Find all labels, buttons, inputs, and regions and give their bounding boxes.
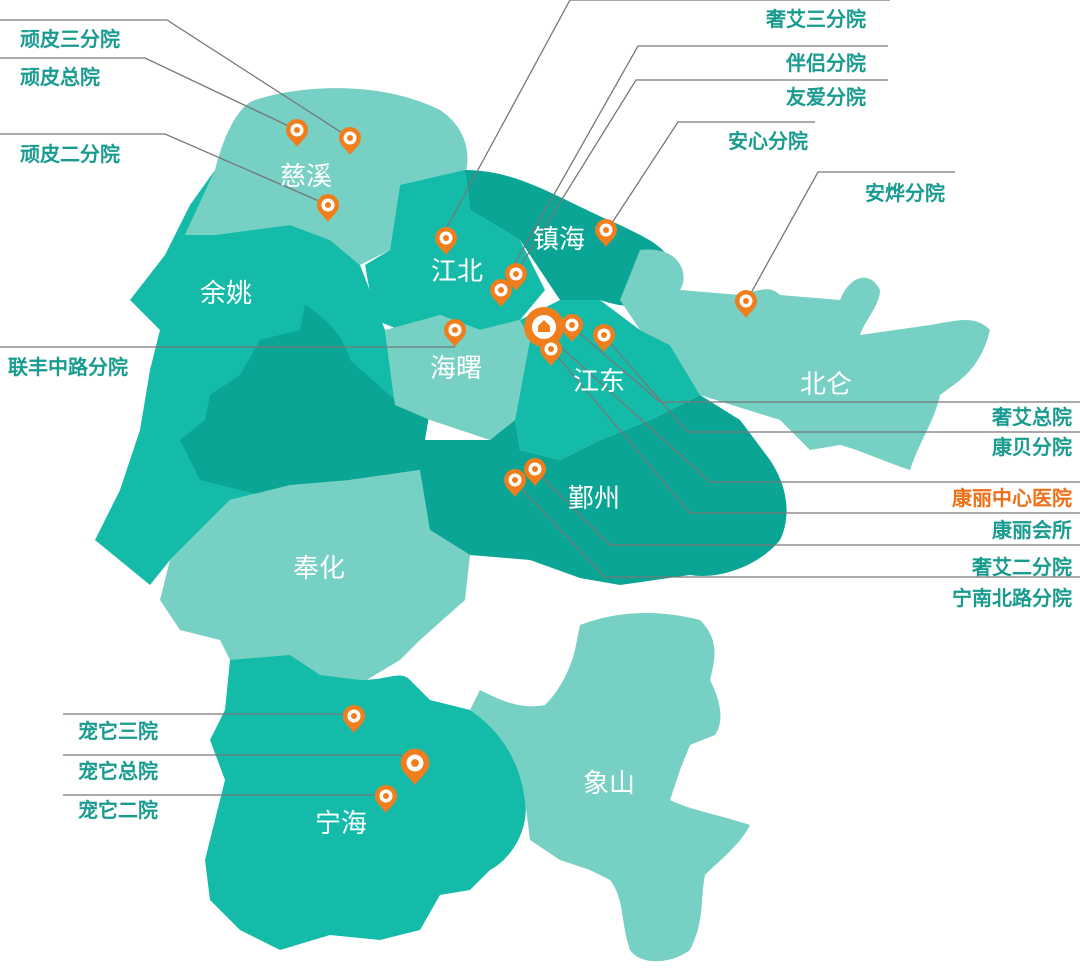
callout-label: 宁南北路分院: [952, 586, 1072, 610]
callout-label: 顽皮三分院: [20, 27, 120, 51]
region-label-yinzhou: 鄞州: [568, 484, 620, 514]
callout-label: 奢艾三分院: [766, 7, 866, 31]
callout-label: 安心分院: [728, 129, 808, 153]
callout-label: 奢艾二分院: [972, 555, 1072, 579]
callout-label: 奢艾总院: [992, 405, 1072, 429]
region-yuyao-south: [180, 305, 430, 495]
callout-label-hq: 康丽中心医院: [952, 486, 1072, 510]
region-label-beilun: 北仑: [800, 370, 852, 400]
region-beilun: [620, 249, 990, 470]
region-label-haishu: 海曙: [430, 354, 482, 384]
region-zhenhai: [465, 170, 676, 307]
region-xiangshan: [470, 613, 750, 962]
region-haishu: [385, 315, 530, 440]
callout-label: 宠它三院: [78, 719, 158, 743]
callout-label: 顽皮总院: [20, 65, 100, 89]
region-label-jiangbei: 江北: [431, 257, 483, 287]
callout-label: 联丰中路分院: [8, 355, 128, 379]
callout-label: 宠它二院: [78, 798, 158, 822]
region-jiangdong: [515, 300, 700, 460]
region-fenghua: [160, 470, 470, 690]
region-cixi: [185, 88, 468, 266]
region-label-yuyao: 余姚: [200, 279, 252, 309]
leader-lines: [0, 0, 1080, 798]
callout-label: 安烨分院: [865, 181, 945, 205]
region-label-jiangdong: 江东: [573, 367, 625, 397]
region-ninghai: [205, 655, 526, 950]
callout-label: 友爱分院: [786, 85, 866, 109]
callout-label: 顽皮二分院: [20, 142, 120, 166]
region-yinzhou: [420, 395, 787, 585]
callout-label: 宠它总院: [78, 759, 158, 783]
region-label-cixi: 慈溪: [280, 162, 332, 192]
region-label-xiangshan: 象山: [583, 769, 635, 799]
callout-label: 伴侣分院: [786, 51, 866, 75]
callout-label: 康贝分院: [992, 435, 1072, 459]
region-label-zhenhai: 镇海: [533, 225, 585, 255]
region-label-fenghua: 奉化: [293, 554, 345, 584]
callout-label: 康丽会所: [992, 518, 1072, 542]
region-label-ninghai: 宁海: [315, 809, 367, 839]
